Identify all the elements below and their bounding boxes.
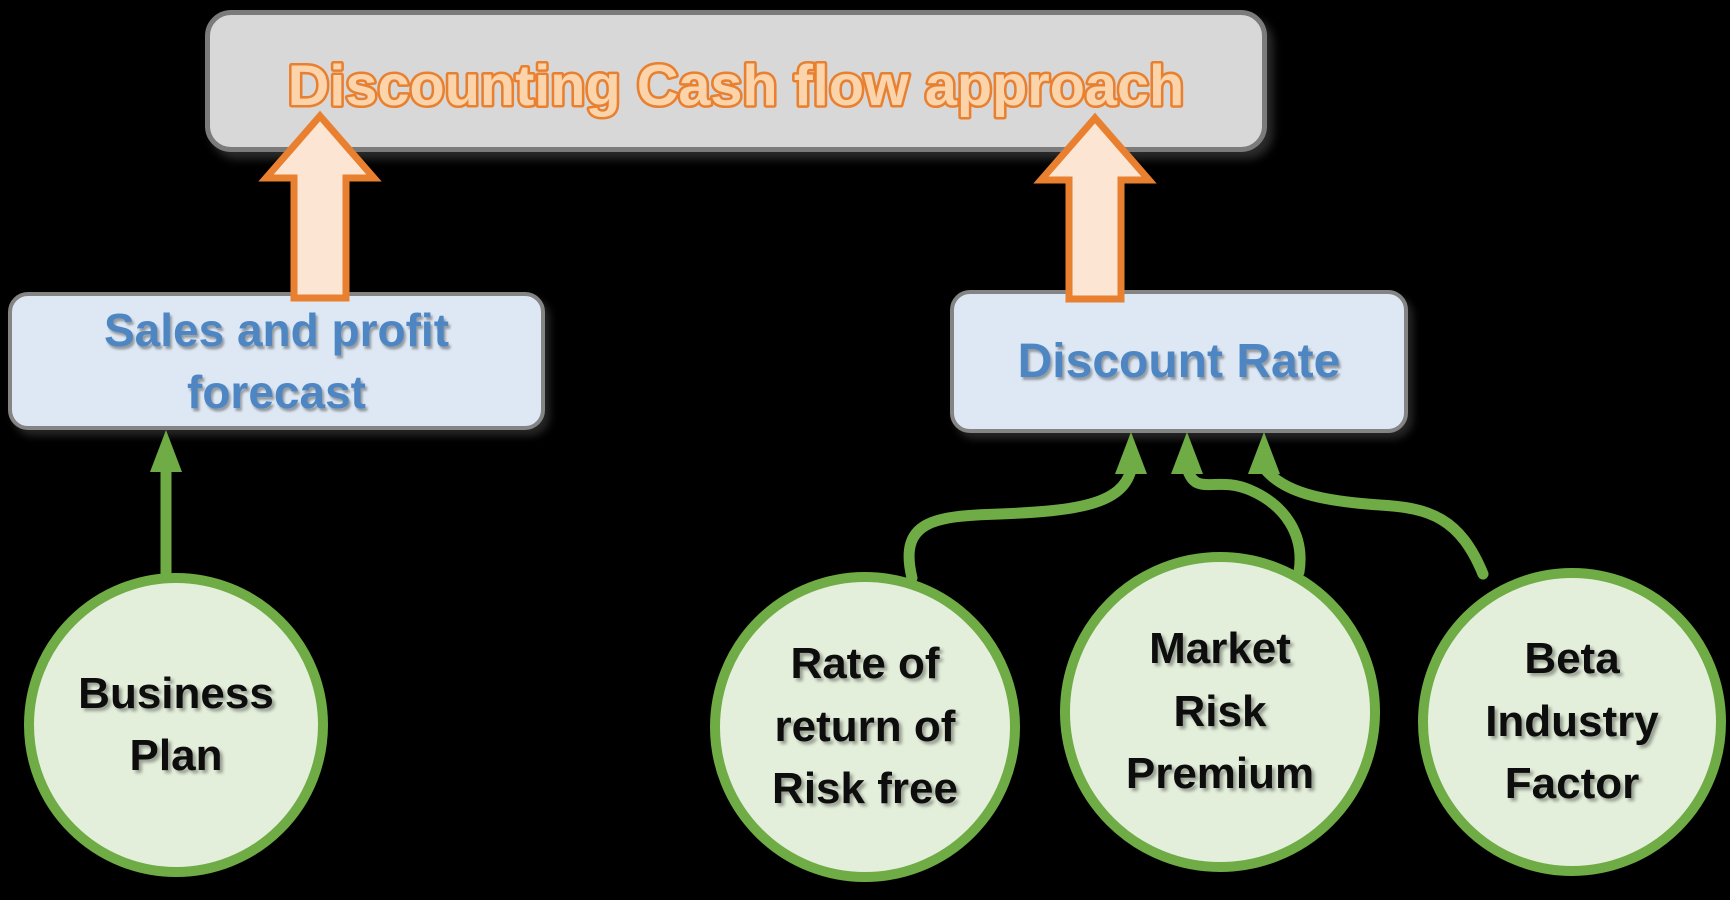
market-risk-line2: Risk	[1173, 686, 1267, 736]
arrow-riskfree-to-discount	[903, 464, 1137, 584]
arrow-market-to-discount	[1181, 462, 1306, 578]
circle-risk-free-rate: Rate of return of Risk free	[710, 572, 1020, 882]
circle-beta-industry-factor: Beta Industry Factor	[1418, 568, 1726, 876]
arrow-beta-to-discount	[1258, 462, 1489, 580]
beta-factor-line1: Beta	[1524, 634, 1620, 684]
risk-free-line2: return of	[774, 701, 956, 751]
sales-forecast-line1: Sales and profit	[103, 303, 450, 356]
arrowhead-riskfree-to-discount	[1115, 432, 1147, 474]
page-title: Discounting Cash flow approach	[288, 54, 1184, 118]
business-plan-line1: Business	[78, 668, 274, 718]
arrowhead-market-to-discount	[1171, 432, 1203, 474]
discount-rate-box: Discount Rate	[950, 290, 1408, 433]
sales-forecast-box: Sales and profit forecast	[8, 292, 545, 430]
circle-business-plan: Business Plan	[24, 573, 328, 877]
title-box: Discounting Cash flow approach	[205, 10, 1267, 152]
title-text-canvas: Discounting Cash flow approach	[285, 52, 1187, 121]
circle-market-risk-premium: Market Risk Premium	[1060, 552, 1380, 872]
discount-rate-label: Discount Rate	[1017, 335, 1341, 388]
risk-free-line3: Risk free	[772, 764, 958, 814]
sales-forecast-line2: forecast	[187, 366, 366, 418]
arrowhead-business-to-sales	[150, 430, 182, 472]
block-arrow-up-left	[258, 110, 382, 302]
arrowhead-beta-to-discount	[1248, 432, 1280, 474]
risk-free-line1: Rate of	[790, 639, 940, 689]
market-risk-line1: Market	[1149, 624, 1291, 674]
block-arrow-up-right	[1033, 112, 1157, 303]
market-risk-line3: Premium	[1125, 749, 1315, 799]
business-plan-line2: Plan	[129, 731, 223, 780]
beta-factor-line2: Industry	[1485, 696, 1659, 746]
beta-factor-line3: Factor	[1504, 759, 1640, 809]
